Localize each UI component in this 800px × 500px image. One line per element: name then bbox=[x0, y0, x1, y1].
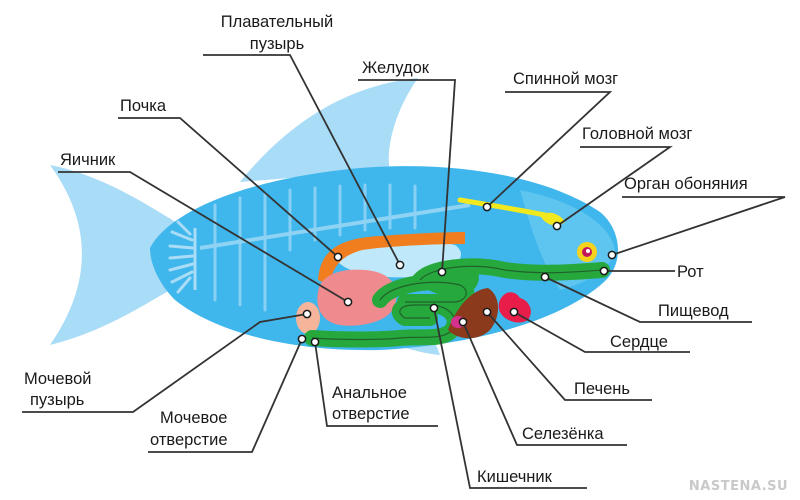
leader-lines bbox=[22, 54, 786, 489]
pupil-highlight bbox=[586, 249, 590, 253]
label-brain: Головной мозг bbox=[582, 125, 692, 143]
tail-fin bbox=[50, 165, 185, 345]
leader-endpoints bbox=[297, 202, 617, 347]
label-liver: Печень bbox=[574, 380, 630, 398]
ovary bbox=[317, 269, 397, 326]
label-intestine: Кишечник bbox=[477, 468, 553, 486]
label-mouth: Рот bbox=[677, 263, 704, 281]
label-kidney: Почка bbox=[120, 97, 167, 115]
label-ovary: Яичник bbox=[60, 151, 116, 169]
label-urinary-opening-line2: отверстие bbox=[150, 431, 228, 449]
label-urinary-bladder-line2: пузырь bbox=[30, 391, 84, 409]
label-anus-line2: отверстие bbox=[332, 405, 410, 423]
label-heart: Сердце bbox=[610, 333, 668, 351]
label-esophagus: Пищевод bbox=[658, 302, 729, 320]
label-stomach: Желудок bbox=[362, 59, 430, 77]
label-swim-bladder-line2: пузырь bbox=[250, 35, 304, 53]
label-urinary-bladder-line1: Мочевой bbox=[24, 370, 92, 388]
label-spleen: Селезёнка bbox=[522, 425, 604, 443]
heart bbox=[498, 292, 531, 323]
kidney bbox=[318, 232, 465, 285]
watermark: NASTENA.SU bbox=[689, 479, 788, 494]
label-anus-line1: Анальное bbox=[332, 384, 407, 402]
label-spinal-cord: Спинной мозг bbox=[513, 70, 618, 88]
tail-rays bbox=[168, 220, 195, 294]
intestine-outline bbox=[311, 265, 603, 341]
label-urinary-opening-line1: Мочевое bbox=[160, 409, 227, 427]
spinal-cord bbox=[457, 197, 548, 218]
label-swim-bladder-line1: Плавательный bbox=[221, 13, 333, 31]
label-olfactory-organ: Орган обоняния bbox=[624, 175, 748, 193]
